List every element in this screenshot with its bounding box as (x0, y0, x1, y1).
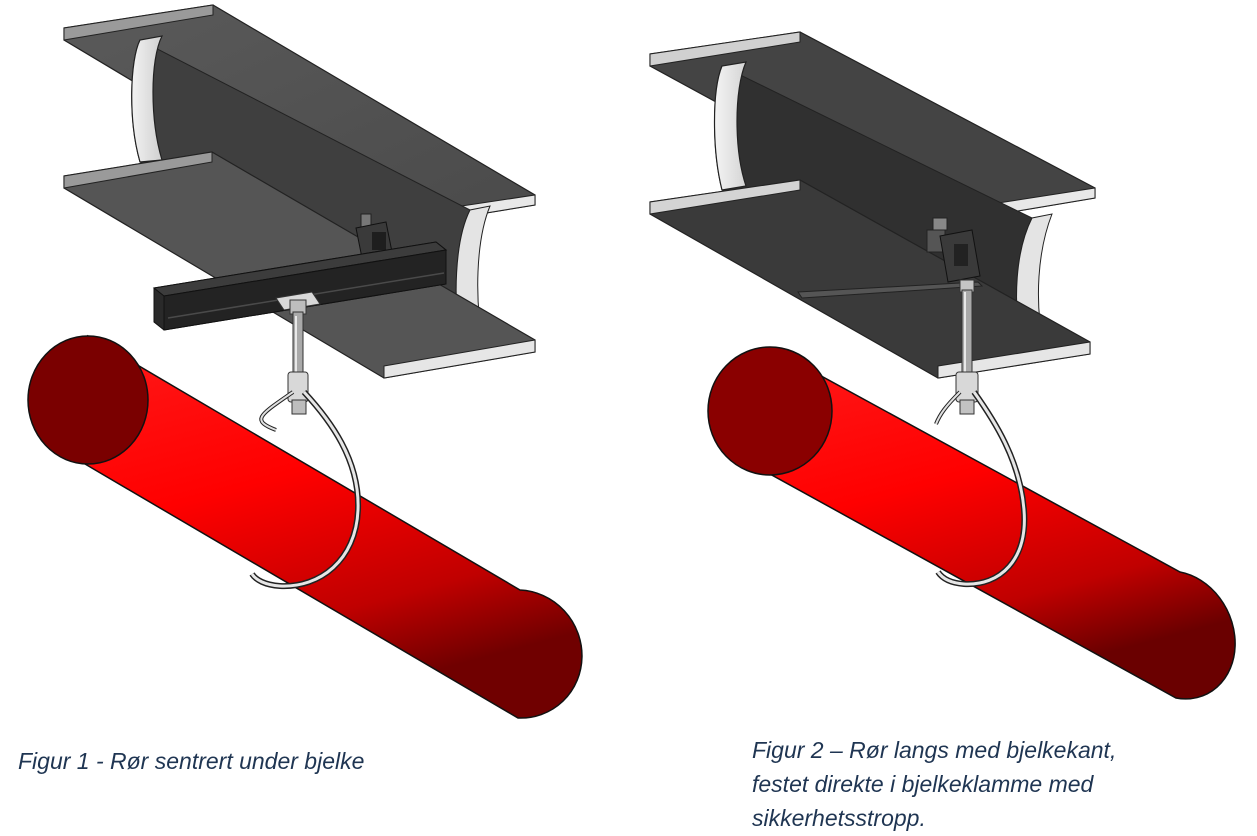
pipe-hanger-loop (249, 389, 362, 590)
pipe-hanger-loop (934, 390, 1028, 588)
pipe (707, 346, 1236, 700)
strut-channel (152, 241, 448, 331)
figure-2-svg (649, 31, 1236, 700)
beam-clamp (926, 217, 981, 283)
figure-2-caption-line-1: Figur 2 – Rør langs med bjelkekant, (752, 737, 1117, 763)
figure-2-caption-line-2: festet direkte i bjelkeklamme med (752, 771, 1094, 797)
pipe-end-face (27, 335, 149, 465)
beam-bottom-flange (649, 179, 1091, 379)
pipe-end-face (707, 346, 833, 476)
figure-1-svg (27, 4, 583, 719)
figure-2-illustration (620, 0, 1257, 740)
figure-1-caption: Figur 1 - Rør sentrert under bjelke (18, 748, 365, 774)
figure-2-caption-line-3: sikkerhetsstropp. (752, 805, 926, 831)
pipe (27, 334, 583, 719)
figure-1-illustration (0, 0, 620, 740)
safety-strap (797, 281, 984, 299)
figure-2-caption: Figur 2 – Rør langs med bjelkekant, fest… (752, 733, 1232, 835)
beam-clamp (355, 213, 393, 259)
